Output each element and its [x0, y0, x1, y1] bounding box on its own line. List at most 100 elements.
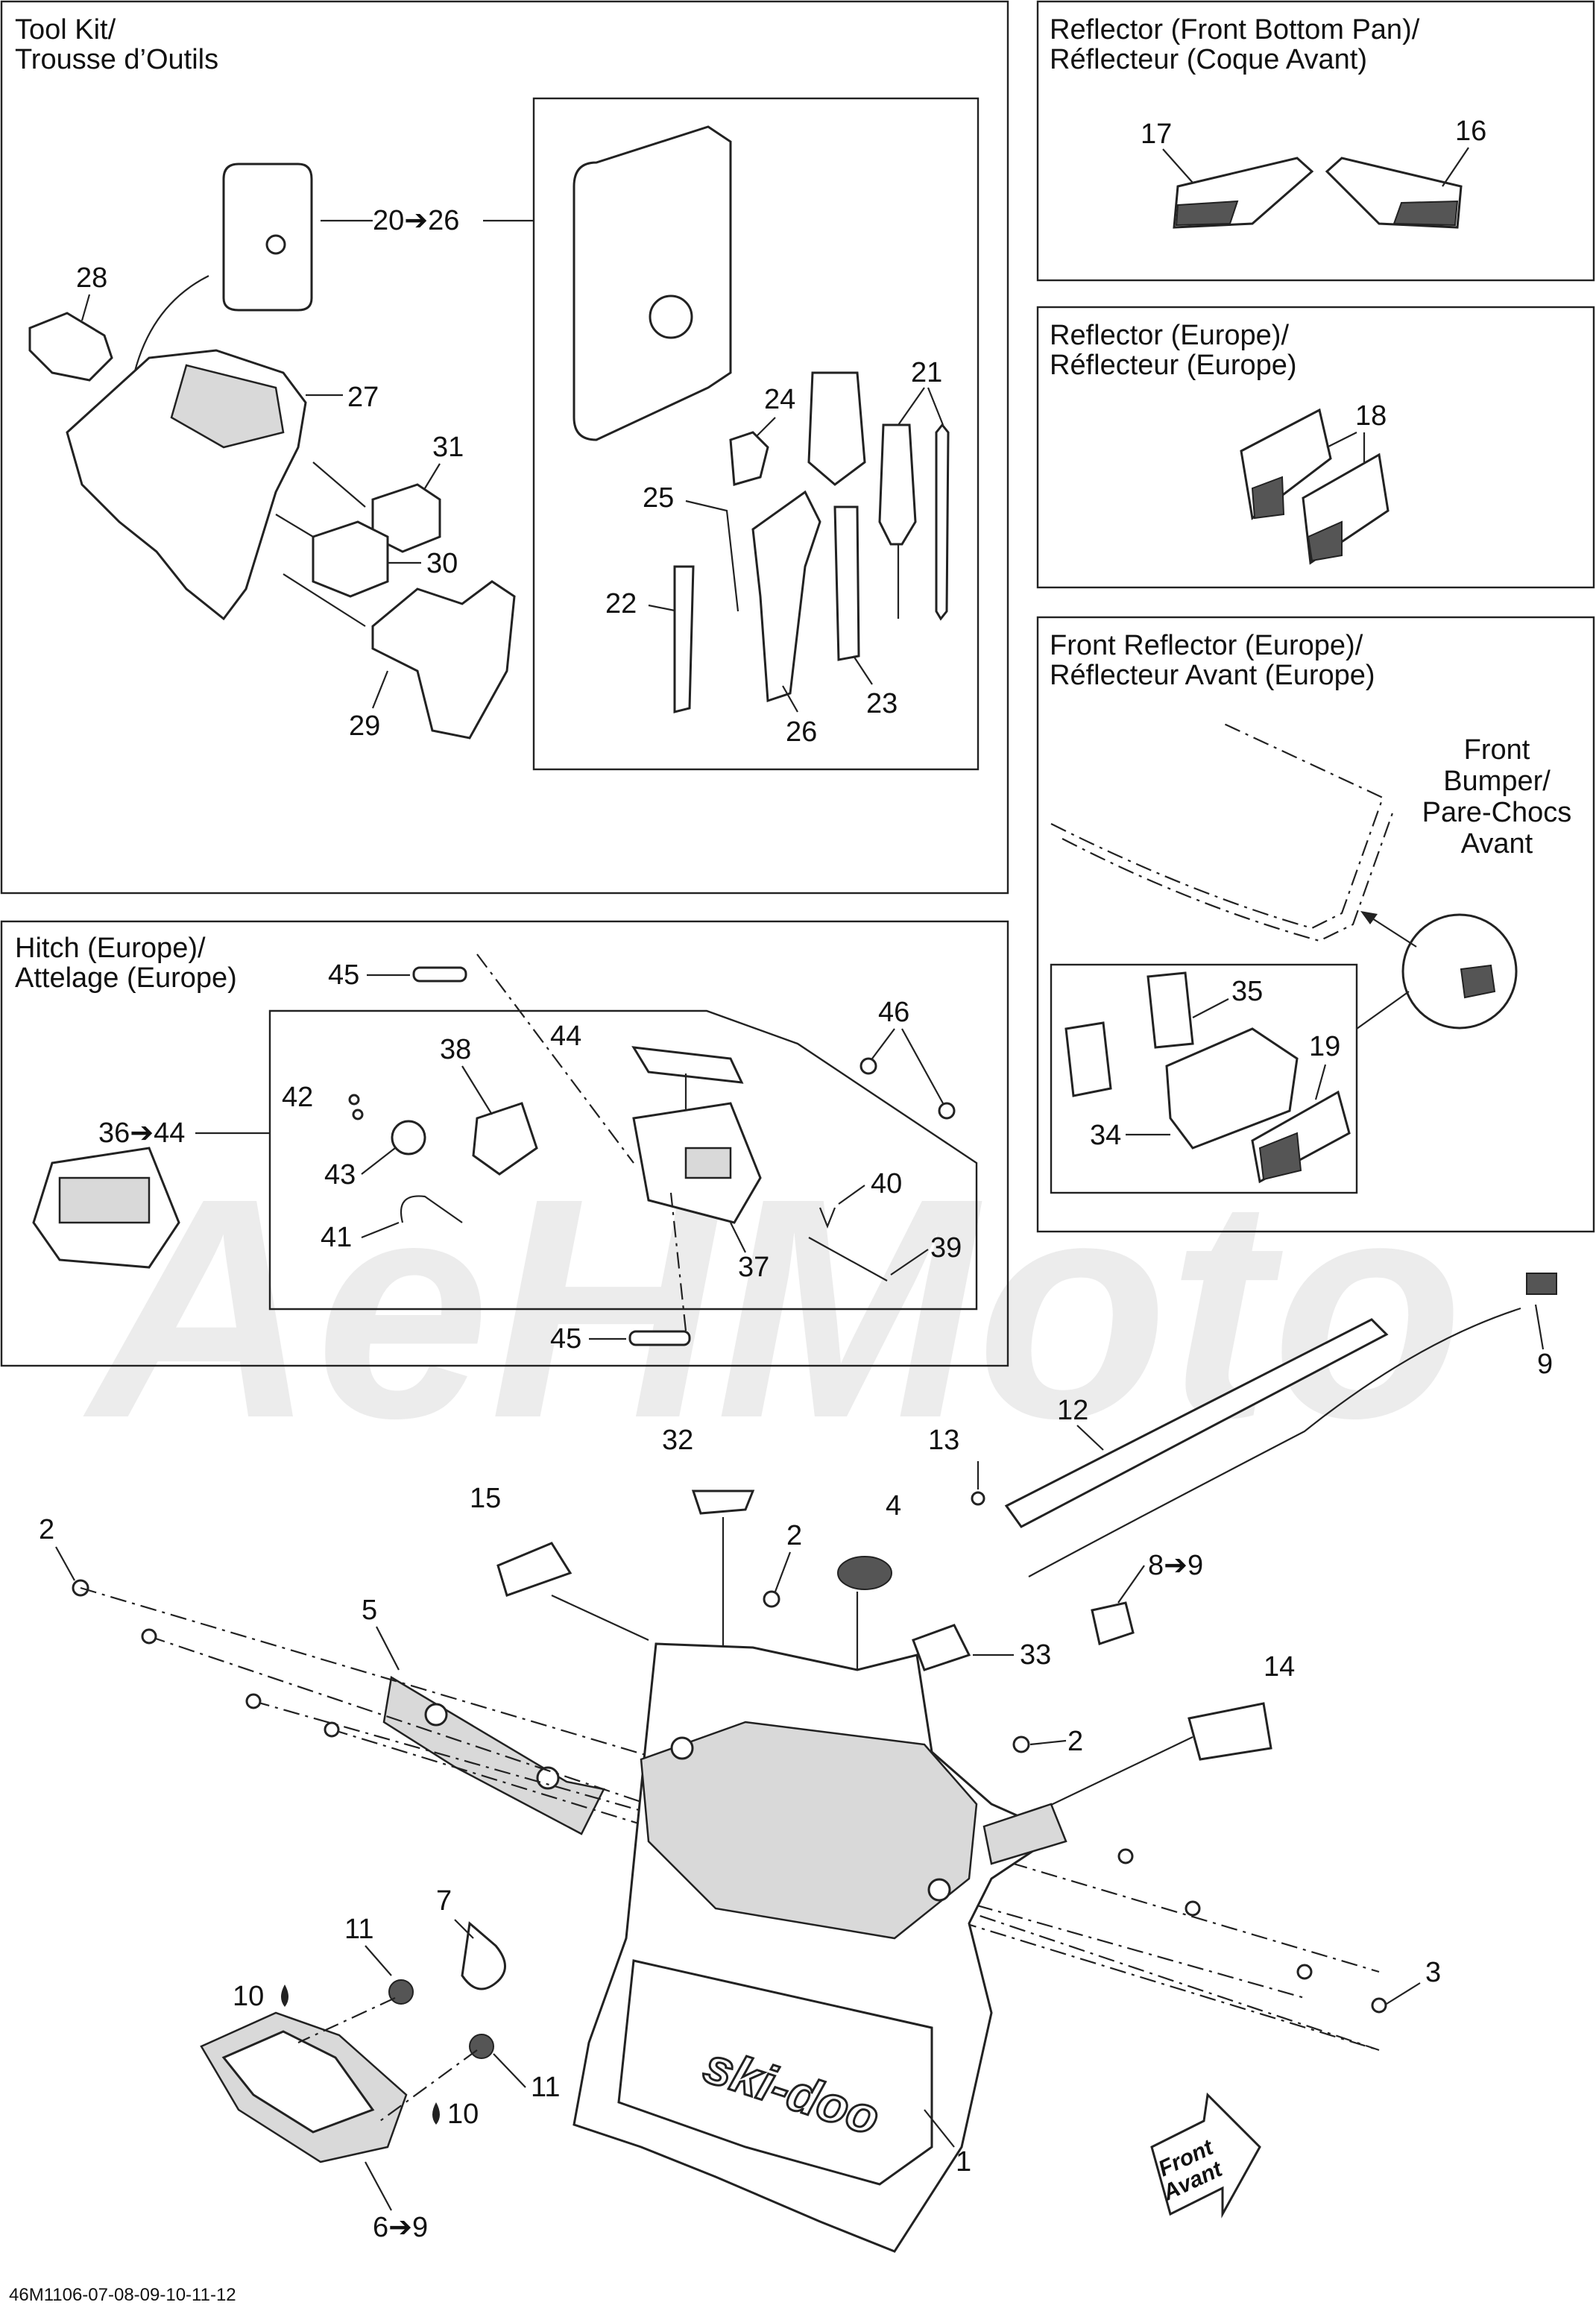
reflector-16-lens — [1392, 200, 1459, 227]
rivet-d — [1117, 1848, 1134, 1864]
grommet-11-bottom — [469, 2034, 494, 2059]
emblem-4 — [837, 1556, 892, 1590]
lead-26 — [782, 685, 798, 713]
rivet-f — [1296, 1964, 1313, 1980]
drop-icon-10-top — [281, 1984, 288, 2007]
bulb-7 — [461, 1921, 506, 1990]
hitch-bracket-face — [684, 1147, 732, 1179]
lead-23 — [853, 655, 873, 685]
callout-41: 41 — [321, 1222, 352, 1253]
lead-28 — [81, 294, 91, 321]
callout-26: 26 — [786, 716, 817, 748]
anchor-40 — [818, 1207, 836, 1229]
bumper-label-3: Pare-Chocs — [1422, 797, 1572, 828]
lead-37 — [730, 1222, 746, 1253]
lead-2-center — [774, 1551, 792, 1592]
arrow-29 — [283, 573, 366, 627]
strap — [28, 312, 113, 382]
panel-reflector-pan-frame — [1036, 0, 1595, 282]
reflector-18-a-lens — [1251, 476, 1285, 520]
tail-light-path-b — [379, 2049, 478, 2122]
lead-40 — [838, 1185, 865, 1205]
reflector-europe-title-en: Reflector (Europe)/ — [1050, 320, 1289, 351]
panel-reflector-front-bottom-pan: Reflector (Front Bottom Pan)/ Réflecteur… — [1036, 0, 1595, 282]
decal-44 — [631, 1046, 744, 1084]
grommet-11-top — [388, 1979, 414, 2005]
arrow-15 — [551, 1595, 649, 1641]
rivet-b — [245, 1693, 262, 1709]
callout-31: 31 — [432, 432, 464, 463]
callout-8-9: 8➔9 — [1148, 1550, 1203, 1581]
callout-2-center: 2 — [786, 1520, 802, 1551]
front-reflector-title-fr: Réflecteur Avant (Europe) — [1050, 660, 1375, 691]
reflector-pan-title-en: Reflector (Front Bottom Pan)/ — [1050, 14, 1420, 45]
bolt-45-top — [412, 966, 467, 983]
lead-18-a — [1326, 432, 1357, 448]
callout-18: 18 — [1355, 400, 1387, 432]
callout-6-9: 6➔9 — [373, 2212, 428, 2243]
front-bumper-outline-inner — [1062, 808, 1395, 942]
foam-pad-30 — [312, 520, 389, 598]
lead-21-a — [898, 387, 925, 426]
side-panel-hole-b — [536, 1766, 560, 1790]
callout-37: 37 — [738, 1252, 769, 1283]
callout-20-26: 20➔26 — [373, 205, 459, 236]
callout-45-bottom: 45 — [550, 1323, 581, 1355]
puller-23 — [833, 505, 860, 661]
rivet-line-1 — [80, 1586, 1380, 1973]
panel-tool-kit-frame — [0, 0, 1009, 895]
reflector-pan-title-fr: Réflecteur (Coque Avant) — [1050, 44, 1367, 75]
callout-45-top: 45 — [328, 959, 359, 991]
zoom-reflector — [1460, 964, 1496, 999]
bracket-35-a — [1146, 971, 1194, 1049]
hitch-title-fr: Attelage (Europe) — [15, 962, 237, 994]
reflector-zoom-circle — [1401, 913, 1518, 1030]
bolt-45-bottom — [628, 1330, 691, 1346]
pouch-logo-large — [649, 294, 693, 339]
callout-5: 5 — [362, 1595, 377, 1626]
rivet-e — [1185, 1900, 1201, 1917]
lead-39 — [890, 1249, 929, 1276]
decal-14 — [1187, 1702, 1272, 1761]
lead-29 — [371, 670, 389, 709]
bumper-label-1: Front — [1464, 734, 1530, 766]
decal-32 — [691, 1489, 755, 1515]
holder-face — [170, 364, 285, 449]
callout-39: 39 — [930, 1232, 962, 1264]
lead-5 — [376, 1626, 400, 1671]
screw-2-right — [1012, 1736, 1030, 1753]
callout-36-44: 36➔44 — [98, 1117, 185, 1149]
arrowhead-zoom — [1360, 911, 1378, 924]
reflector-18-b-lens — [1307, 520, 1343, 562]
panel-tool-kit: Tool Kit/ Trousse d’Outils 20➔26 27 28 3… — [0, 0, 1009, 895]
callout-9: 9 — [1537, 1349, 1553, 1380]
lead-41 — [361, 1221, 400, 1239]
panel-reflector-europe-frame — [1036, 306, 1595, 589]
callout-44: 44 — [550, 1021, 581, 1052]
panel-front-reflector-frame — [1036, 616, 1595, 1233]
hitch-assembly-face — [58, 1176, 151, 1224]
front-reflector-detail-frame — [1050, 963, 1358, 1194]
lead-3 — [1386, 1982, 1421, 2005]
callout-1: 1 — [956, 2146, 971, 2178]
bolt-path-top — [476, 953, 634, 1164]
reflector-17-lens — [1175, 200, 1239, 227]
lead-11-top — [365, 1945, 392, 1976]
callout-22: 22 — [605, 588, 637, 620]
tool-pouch-small — [222, 163, 313, 312]
callout-32: 32 — [662, 1425, 693, 1456]
side-panel-hole-a — [424, 1703, 448, 1727]
lead-17 — [1162, 148, 1193, 183]
rear-bumper-top — [640, 1721, 978, 1940]
arrow-30 — [275, 514, 314, 537]
nut-46-a — [859, 1057, 877, 1075]
decal-33 — [912, 1624, 971, 1671]
callout-17: 17 — [1141, 119, 1172, 150]
lead-35 — [1192, 998, 1229, 1018]
callout-2-right: 2 — [1067, 1726, 1083, 1757]
callout-34: 34 — [1090, 1120, 1121, 1151]
lead-38 — [461, 1065, 493, 1115]
callout-42: 42 — [282, 1082, 313, 1113]
bumper-hole-a — [670, 1736, 694, 1760]
tool-kit-title-fr: Trousse d’Outils — [15, 44, 218, 75]
